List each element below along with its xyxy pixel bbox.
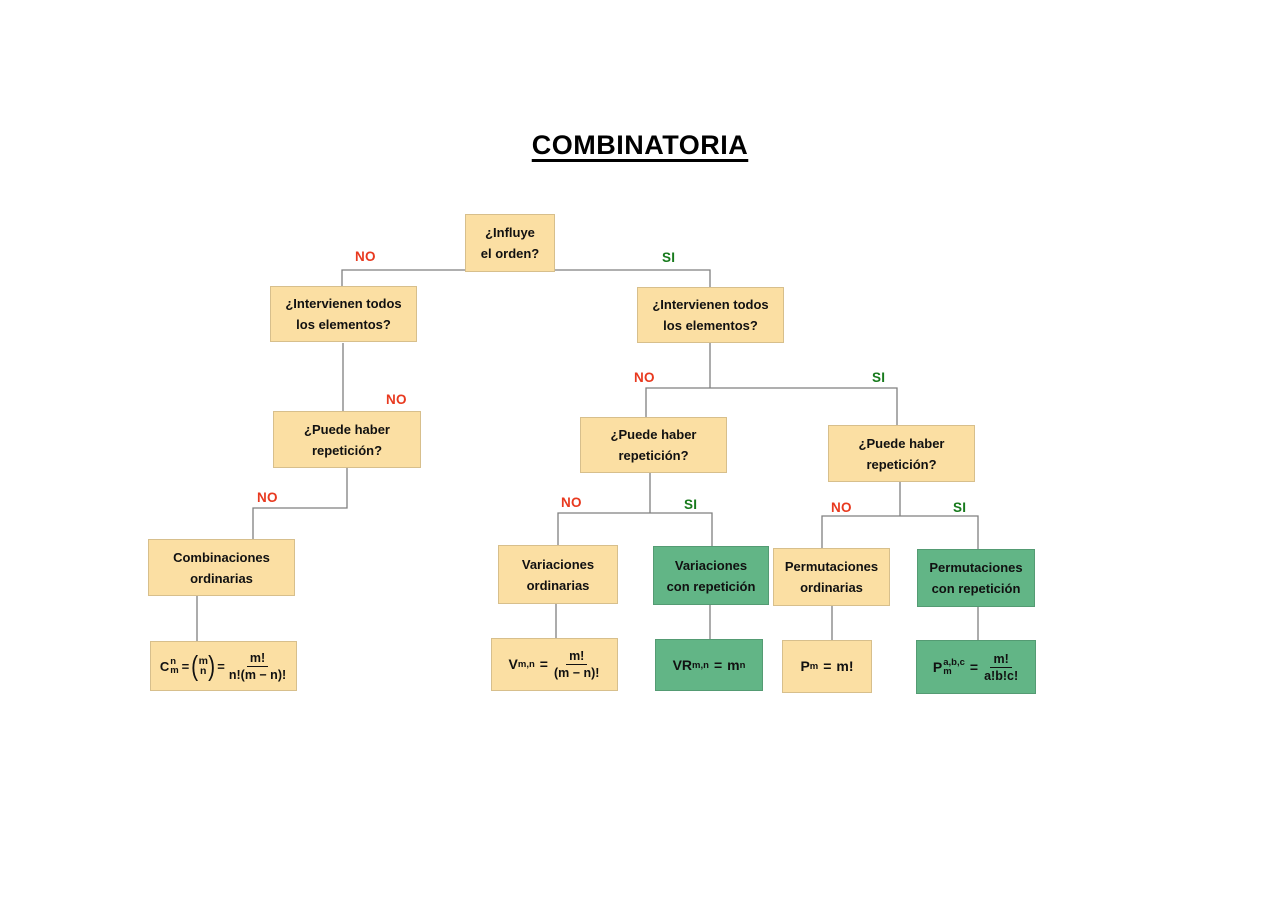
node-combinaciones-ordinarias: Combinaciones ordinarias xyxy=(148,539,295,596)
node-label-line2: ordinarias xyxy=(800,580,863,595)
node-label-line1: Variaciones xyxy=(521,556,595,572)
node-label-line2: con repetición xyxy=(666,578,756,594)
node-label-line2: el orden? xyxy=(480,246,540,261)
branch-label-no-combinaciones: NO xyxy=(257,490,278,505)
factorial-term: m! xyxy=(836,658,854,674)
node-label-line1: ¿Intervienen todos xyxy=(285,296,402,311)
paren-open: ( xyxy=(191,650,199,681)
node-label-line2: repetición? xyxy=(311,442,383,458)
page-title: COMBINATORIA xyxy=(531,130,749,160)
node-puede-haber-repeticion-right: ¿Puede haber repetición? xyxy=(828,425,975,482)
equals-sign: = xyxy=(181,658,190,674)
node-label-line2: con repetición xyxy=(931,581,1021,596)
equals-sign: = xyxy=(713,656,723,673)
branch-label-si-root: SI xyxy=(662,250,676,265)
node-label-line1: Combinaciones xyxy=(173,549,270,565)
node-label-line1: Permutaciones xyxy=(784,559,879,574)
branch-label-si-variaciones: SI xyxy=(684,497,698,512)
node-puede-haber-repeticion-mid: ¿Puede haber repetición? xyxy=(580,417,727,473)
node-label-line2: repetición? xyxy=(618,448,689,463)
node-label-line2: ordinarias xyxy=(190,570,253,586)
node-permutaciones-con-repeticion: Permutaciones con repetición xyxy=(917,549,1035,607)
node-label-line1: ¿Influye xyxy=(485,225,535,240)
node-label-line1: ¿Puede haber xyxy=(610,427,697,442)
node-label-line1: Permutaciones xyxy=(929,560,1023,575)
node-label-line1: ¿Intervienen todos xyxy=(652,297,769,312)
node-puede-haber-repeticion-left: ¿Puede haber repetición? xyxy=(273,411,421,468)
node-variaciones-con-repeticion: Variaciones con repetición xyxy=(653,546,769,605)
node-intervienen-todos-right: ¿Intervienen todos los elementos? xyxy=(637,287,784,343)
paren-close: ) xyxy=(208,650,216,681)
node-label-line2: ordinarias xyxy=(526,577,590,593)
node-permutaciones-ordinarias: Permutaciones ordinarias xyxy=(773,548,890,606)
branch-label-no-permutaciones: NO xyxy=(831,500,852,515)
node-label-line1: ¿Puede haber xyxy=(304,421,390,437)
node-label-line2: los elementos? xyxy=(296,317,391,332)
node-intervienen-todos-left: ¿Intervienen todos los elementos? xyxy=(270,286,417,342)
equals-sign: = xyxy=(823,658,832,674)
node-label-line2: los elementos? xyxy=(663,318,758,333)
node-variaciones-ordinarias: Variaciones ordinarias xyxy=(498,545,618,604)
branch-label-no-mid: NO xyxy=(634,370,655,385)
fraction: m!n!(m − n)! xyxy=(228,650,287,682)
equals-sign: = xyxy=(969,658,979,675)
node-label-line1: ¿Puede haber xyxy=(858,435,945,451)
branch-label-si-permutaciones: SI xyxy=(953,500,967,515)
branch-label-no-root: NO xyxy=(355,249,376,264)
branch-label-si-mid: SI xyxy=(872,370,886,385)
equals-sign: = xyxy=(539,656,548,672)
node-influye-el-orden: ¿Influye el orden? xyxy=(465,214,555,272)
node-label-line2: repetición? xyxy=(866,456,937,472)
fraction: m!(m − n)! xyxy=(553,649,600,680)
branch-label-no-left-repeticion: NO xyxy=(386,392,407,407)
equals-sign: = xyxy=(217,658,225,674)
branch-label-no-variaciones: NO xyxy=(561,495,582,510)
node-label-line1: Variaciones xyxy=(674,557,748,573)
fraction: m!a!b!c! xyxy=(984,651,1019,683)
